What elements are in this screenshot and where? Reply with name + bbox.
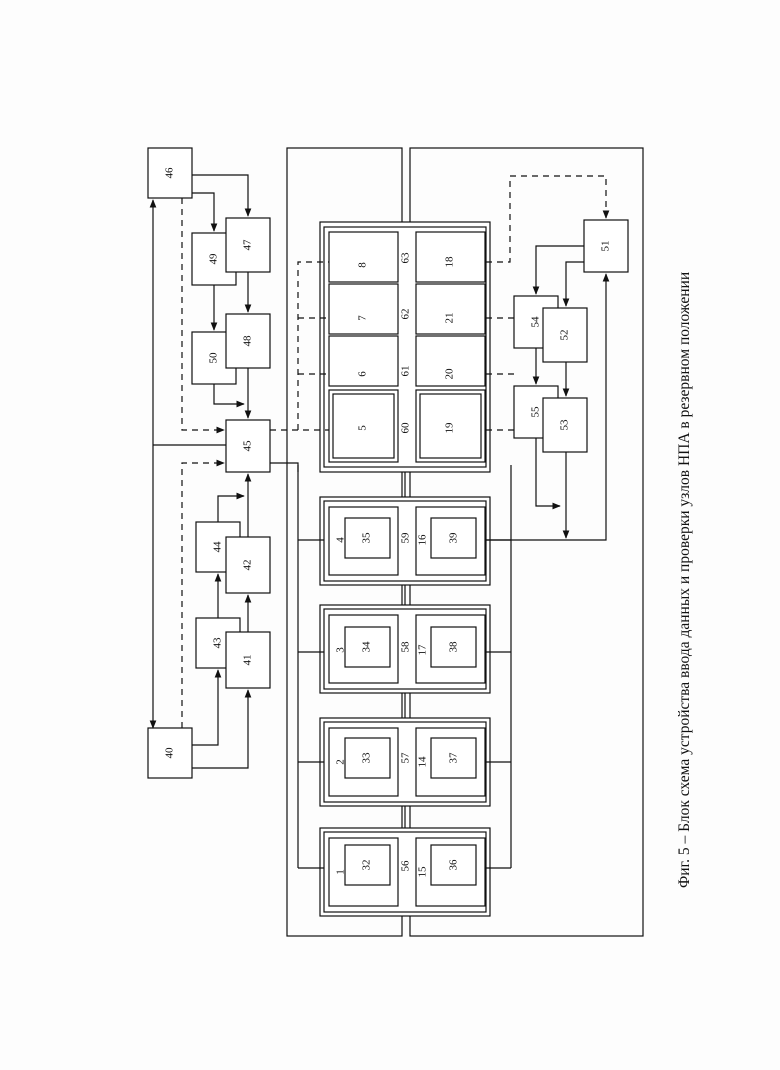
label-4: 4: [335, 537, 347, 543]
label-40: 40: [164, 747, 176, 759]
label-7: 7: [357, 315, 369, 321]
label-52: 52: [559, 330, 571, 341]
label-44: 44: [212, 541, 224, 553]
label-20: 20: [444, 368, 456, 380]
label-18: 18: [444, 256, 456, 268]
label-35: 35: [361, 532, 373, 544]
label-56: 56: [400, 860, 412, 872]
label-42: 42: [242, 560, 254, 571]
label-2: 2: [335, 759, 347, 765]
label-47: 47: [242, 239, 254, 251]
label-50: 50: [208, 352, 220, 364]
label-19: 19: [444, 422, 456, 434]
label-61: 61: [400, 366, 412, 377]
label-14: 14: [417, 756, 429, 768]
label-5: 5: [357, 425, 369, 431]
label-16: 16: [417, 534, 429, 546]
label-55: 55: [530, 406, 542, 418]
label-3: 3: [335, 647, 347, 653]
label-62: 62: [400, 309, 412, 320]
label-15: 15: [417, 866, 429, 878]
label-57: 57: [400, 752, 412, 764]
label-49: 49: [208, 253, 220, 265]
label-6: 6: [357, 371, 369, 377]
label-33: 33: [361, 752, 373, 764]
label-60: 60: [400, 422, 412, 434]
label-48: 48: [242, 335, 254, 347]
label-8: 8: [357, 262, 369, 268]
label-58: 58: [400, 641, 412, 653]
label-1: 1: [335, 869, 347, 875]
label-39: 39: [448, 532, 460, 544]
label-45: 45: [242, 440, 254, 452]
label-43: 43: [212, 637, 224, 649]
label-38: 38: [448, 641, 460, 653]
label-21: 21: [444, 313, 456, 324]
label-59: 59: [400, 532, 412, 544]
label-63: 63: [400, 252, 412, 264]
label-36: 36: [448, 859, 460, 871]
label-41: 41: [242, 655, 254, 666]
label-32: 32: [361, 860, 373, 871]
label-37: 37: [448, 752, 460, 764]
label-34: 34: [361, 641, 373, 653]
label-46: 46: [164, 167, 176, 179]
label-51: 51: [600, 241, 612, 252]
label-54: 54: [530, 316, 542, 328]
label-17: 17: [417, 644, 429, 656]
label-53: 53: [559, 419, 571, 431]
figure-caption: Фиг. 5 – Блок схема устройства ввода дан…: [676, 272, 693, 888]
